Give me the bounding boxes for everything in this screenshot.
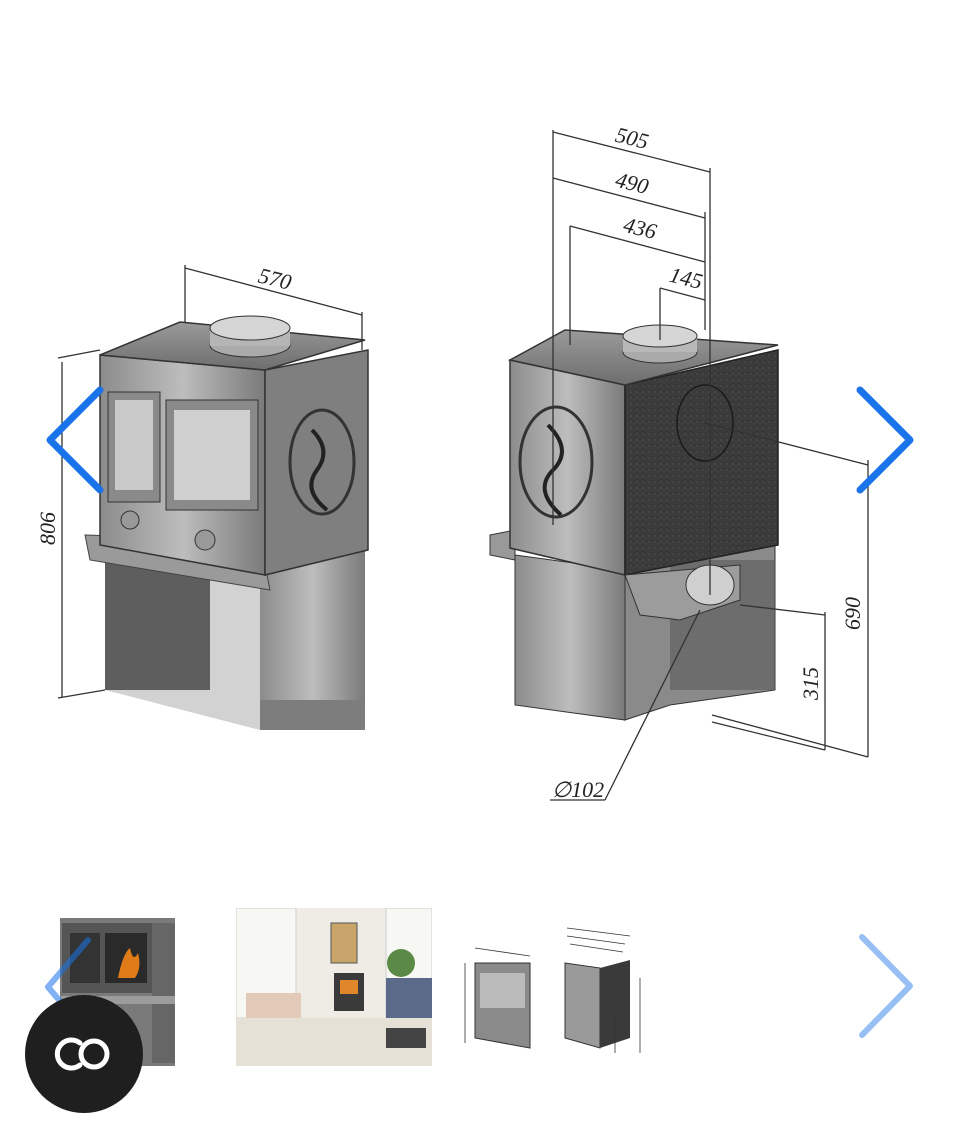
front-view bbox=[84, 315, 369, 730]
dim-front-height: 806 bbox=[35, 512, 60, 545]
chevron-right-icon bbox=[856, 386, 914, 494]
chevron-right-icon bbox=[859, 934, 913, 1038]
stove-dimension-drawing: 570 806 bbox=[35, 122, 869, 802]
dim-rear-flue-height: 690 bbox=[840, 597, 865, 630]
thumbnail-room-scene[interactable] bbox=[236, 908, 432, 1066]
chevron-left-icon bbox=[46, 386, 104, 494]
cc-logo-icon bbox=[54, 1037, 110, 1071]
side-dimensions bbox=[550, 130, 869, 801]
cc-badge-button[interactable] bbox=[25, 995, 143, 1113]
thumbnail-next-button[interactable] bbox=[856, 932, 916, 1040]
side-view bbox=[489, 324, 779, 721]
front-dimensions bbox=[57, 265, 363, 699]
dim-flue-offset: 145 bbox=[667, 262, 705, 294]
thumbnail-dimension-drawing[interactable] bbox=[455, 908, 651, 1066]
dim-flue-diameter: ∅102 bbox=[552, 777, 604, 802]
main-product-image: 570 806 bbox=[35, 122, 869, 802]
previous-image-button[interactable] bbox=[42, 385, 106, 495]
dim-side-top: 436 bbox=[621, 212, 659, 244]
dim-side-body: 490 bbox=[613, 167, 651, 199]
thumbnail-strip bbox=[0, 890, 960, 1090]
dim-front-width: 570 bbox=[256, 263, 294, 295]
dim-bottom-flue-height: 315 bbox=[798, 667, 823, 701]
next-image-button[interactable] bbox=[854, 385, 918, 495]
